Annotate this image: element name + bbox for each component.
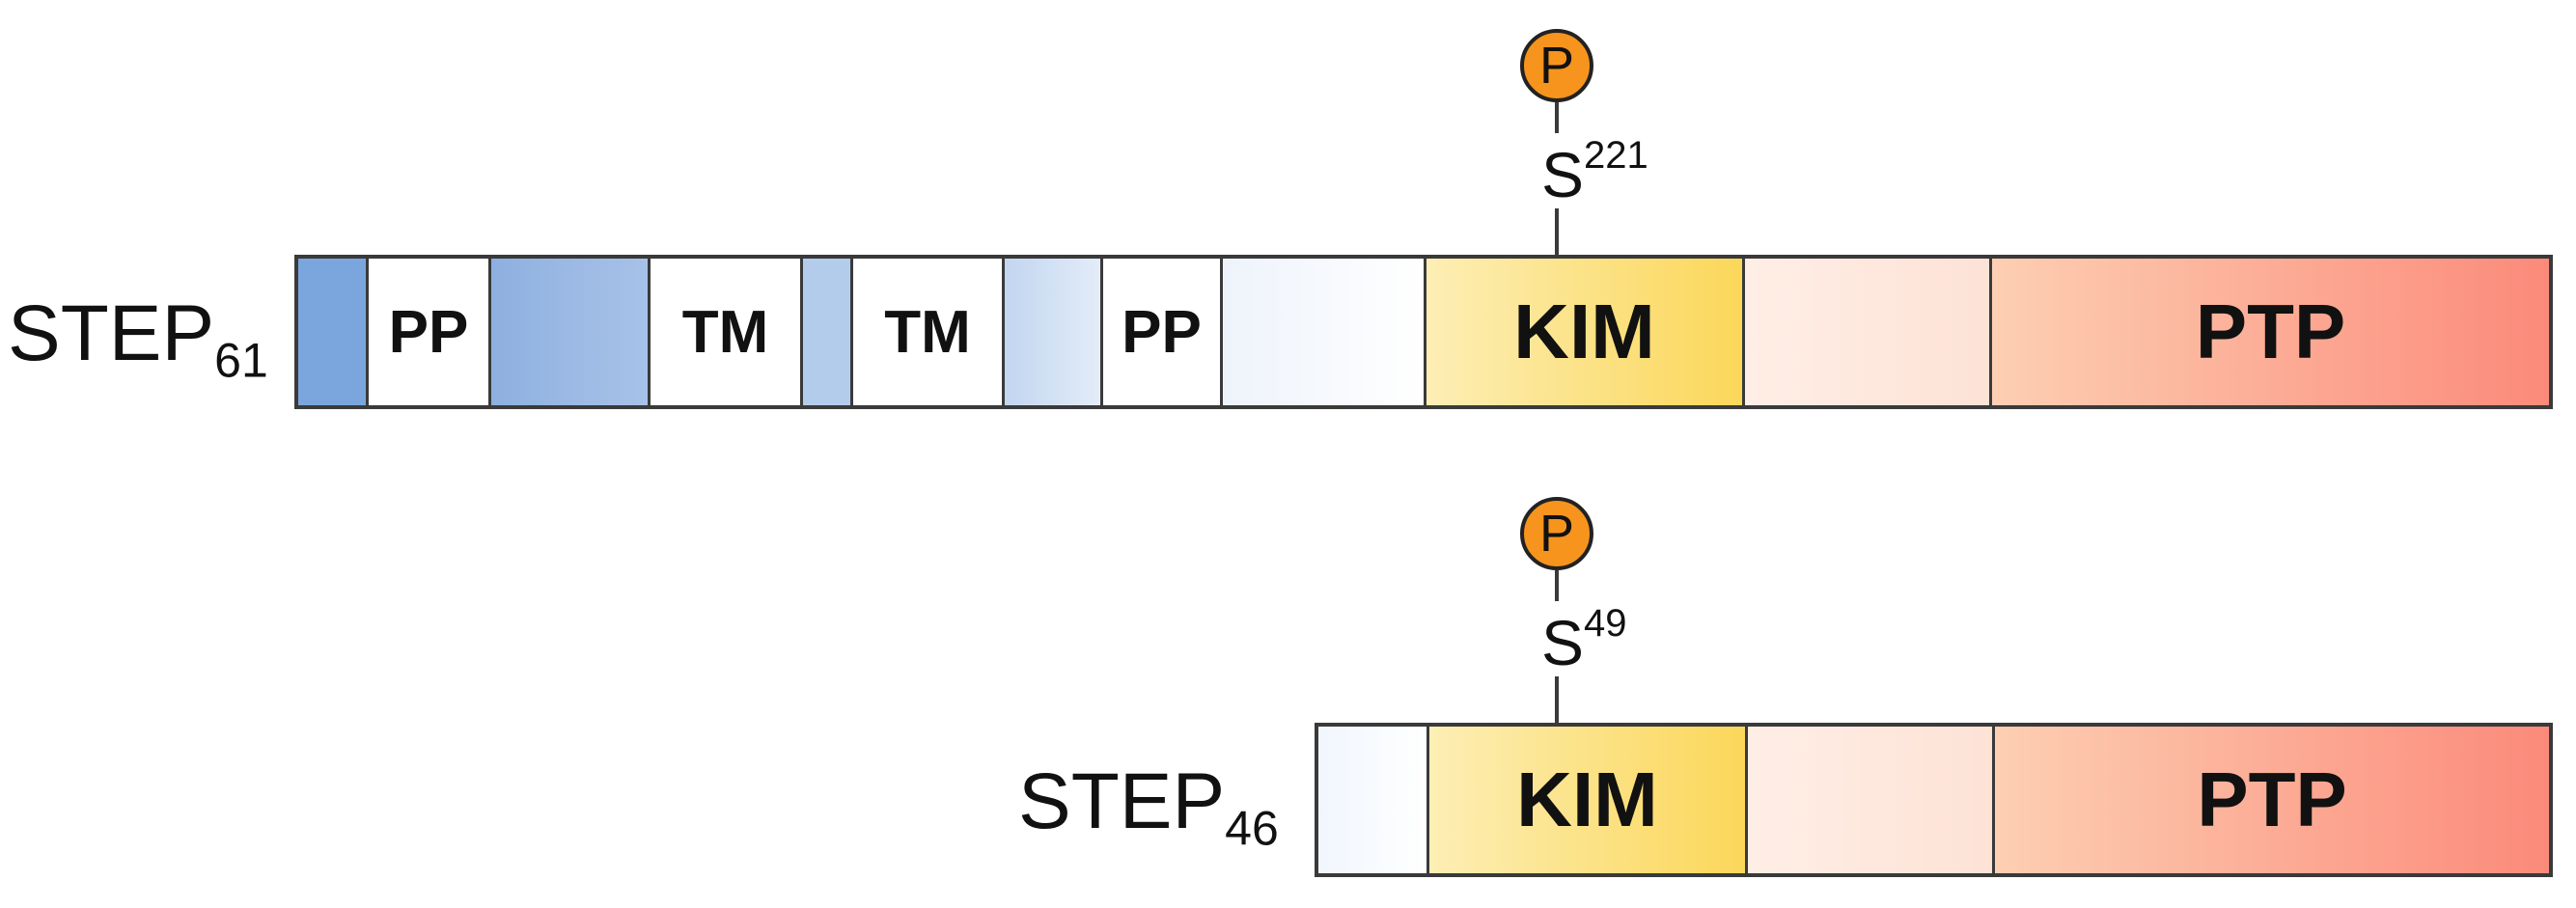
isoform-name: STEP	[8, 289, 215, 377]
phospho-site-step46: S49	[1541, 604, 1627, 674]
domain-segment	[1748, 727, 1995, 873]
isoform-name: STEP	[1018, 757, 1226, 845]
site-residue: S	[1541, 607, 1585, 678]
domain-segment-ptp: PTP	[1995, 727, 2549, 873]
domain-segment	[1223, 259, 1426, 405]
domain-bar-step46: KIM PTP	[1315, 723, 2553, 877]
phospho-site-step61: S221	[1541, 136, 1648, 206]
phospho-circle-step61: P	[1520, 29, 1593, 102]
domain-segment	[1745, 259, 1992, 405]
phospho-circle-step46: P	[1520, 497, 1593, 570]
phospho-stem-lower-step61	[1555, 208, 1559, 257]
domain-segment-kim: KIM	[1429, 727, 1748, 873]
domain-segment	[491, 259, 651, 405]
phospho-symbol: P	[1538, 37, 1575, 95]
phospho-stem-upper-step46	[1555, 570, 1559, 601]
domain-bar-step61: PP TM TM PP KIM PTP	[294, 255, 2553, 409]
isoform-subscript: 46	[1225, 801, 1279, 856]
phospho-stem-upper-step61	[1555, 102, 1559, 133]
domain-segment-pp: PP	[369, 259, 491, 405]
domain-segment	[1005, 259, 1103, 405]
isoform-label-step46: STEP46	[1018, 762, 1279, 853]
phospho-stem-lower-step46	[1555, 676, 1559, 725]
domain-segment-ptp: PTP	[1992, 259, 2549, 405]
domain-segment-tm: TM	[853, 259, 1005, 405]
phospho-symbol: P	[1538, 505, 1575, 563]
domain-segment	[1318, 727, 1429, 873]
site-residue: S	[1541, 139, 1585, 210]
domain-segment-pp: PP	[1103, 259, 1223, 405]
isoform-label-step61: STEP61	[8, 294, 268, 385]
site-position: 49	[1584, 602, 1627, 645]
isoform-subscript: 61	[214, 333, 268, 388]
domain-segment-kim: KIM	[1426, 259, 1745, 405]
site-position: 221	[1584, 134, 1648, 177]
domain-segment	[298, 259, 369, 405]
domain-segment	[803, 259, 853, 405]
domain-segment-tm: TM	[651, 259, 803, 405]
